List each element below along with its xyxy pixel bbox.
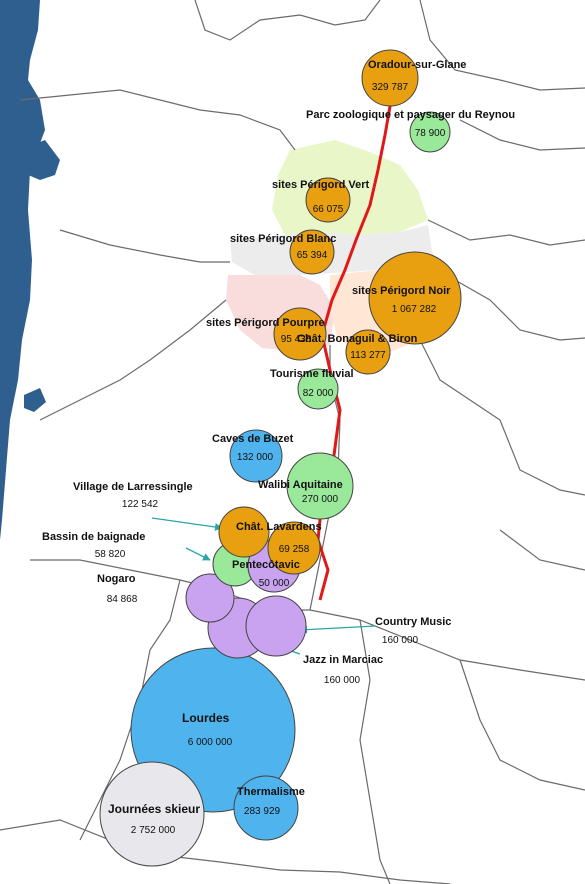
border-line — [454, 279, 585, 341]
border-line — [419, 339, 585, 496]
site-name-oradour: Oradour-sur-Glane — [368, 59, 466, 71]
bubble-vert — [305, 177, 351, 223]
site-value-vert: 66 075 — [313, 204, 344, 215]
bubble-oradour — [361, 49, 419, 107]
border-line — [39, 299, 227, 421]
tourist-route — [316, 94, 394, 601]
bubble-pourpre — [273, 307, 327, 361]
site-name-lavardens: Chât. Lavardens — [236, 521, 322, 533]
border-line — [459, 659, 585, 791]
bubble-ski — [99, 761, 205, 867]
site-value-bonaguil: 113 277 — [350, 350, 386, 361]
site-value-oradour: 329 787 — [372, 82, 409, 93]
site-value-blanc: 65 394 — [297, 250, 328, 261]
site-name-vert: sites Périgord Vert — [272, 179, 370, 191]
bubble-bonaguil — [345, 329, 391, 375]
site-value-larressingle: 122 542 — [122, 499, 159, 510]
arrow-country — [299, 625, 376, 634]
ocean — [0, 0, 60, 540]
site-value-pourpre: 95 438 — [281, 334, 312, 345]
site-name-nogaro: Nogaro — [97, 573, 136, 585]
bubble-lavardens2 — [267, 521, 321, 575]
site-name-noir: sites Périgord Noir — [352, 285, 451, 297]
site-value-lavardens: 69 258 — [279, 544, 310, 555]
arrow-larressingle — [151, 517, 223, 531]
site-name-fluvial: Tourisme fluvial — [270, 368, 354, 380]
border-line — [499, 529, 585, 571]
border-line — [459, 119, 585, 151]
border-line — [59, 229, 230, 263]
bubble-lavardens — [218, 506, 270, 558]
site-value-nogaro: 84 868 — [107, 594, 138, 605]
site-value-thermalisme: 283 929 — [244, 806, 281, 817]
perigord-areas — [226, 140, 455, 352]
bubble-reynou — [409, 111, 451, 153]
border-line — [427, 219, 585, 246]
site-name-jazz: Jazz in Marciac — [303, 654, 383, 666]
bubble-buzet — [229, 429, 283, 483]
border-line — [194, 0, 381, 41]
border-line — [419, 0, 585, 91]
site-value-jazz: 160 000 — [324, 675, 361, 686]
site-name-pourpre: sites Périgord Pourpre — [206, 317, 325, 329]
site-name-blanc: sites Périgord Blanc — [230, 233, 336, 245]
bubble-country — [245, 595, 307, 657]
site-value-reynou: 78 900 — [415, 128, 446, 139]
arcachon-basin — [24, 388, 46, 412]
bubble-thermalisme — [233, 775, 299, 841]
site-value-fluvial: 82 000 — [303, 388, 334, 399]
site-name-larressingle: Village de Larressingle — [73, 481, 193, 493]
site-bubbles — [99, 49, 462, 867]
bubble-nogaro — [185, 573, 235, 623]
site-name-bassin: Bassin de baignade — [42, 531, 145, 543]
bubble-fluvial — [297, 368, 339, 410]
bubble-blanc — [289, 229, 335, 275]
border-line — [0, 819, 451, 884]
bubble-noir — [368, 251, 462, 345]
site-name-reynou: Parc zoologique et paysager du Reynou — [306, 109, 515, 121]
bubble-walibi — [286, 452, 354, 520]
site-name-ski: Journées skieur — [108, 802, 200, 816]
site-value-lourdes: 6 000 000 — [188, 737, 233, 748]
site-name-walibi: Walibi Aquitaine — [258, 479, 343, 491]
border-line — [19, 89, 296, 151]
site-value-ski: 2 752 000 — [131, 825, 176, 836]
site-value-bassin: 58 820 — [95, 549, 126, 560]
ocean-area — [0, 0, 45, 540]
arrow-bassin — [185, 547, 211, 561]
site-value-country: 160 000 — [382, 635, 419, 646]
site-name-pentecotavic: Pentecôtavic — [232, 559, 300, 571]
site-value-buzet: 132 000 — [237, 452, 274, 463]
site-value-pentecotavic: 50 000 — [259, 578, 290, 589]
site-name-country: Country Music — [375, 616, 451, 628]
site-name-thermalisme: Thermalisme — [237, 786, 305, 798]
site-name-buzet: Caves de Buzet — [212, 433, 294, 445]
border-line — [359, 619, 391, 884]
site-name-bonaguil: Chât. Bonaguil & Biron — [297, 333, 418, 345]
site-value-walibi: 270 000 — [302, 494, 339, 505]
gironde-estuary — [20, 140, 60, 180]
site-name-lourdes: Lourdes — [182, 711, 230, 725]
site-value-noir: 1 067 282 — [392, 304, 437, 315]
